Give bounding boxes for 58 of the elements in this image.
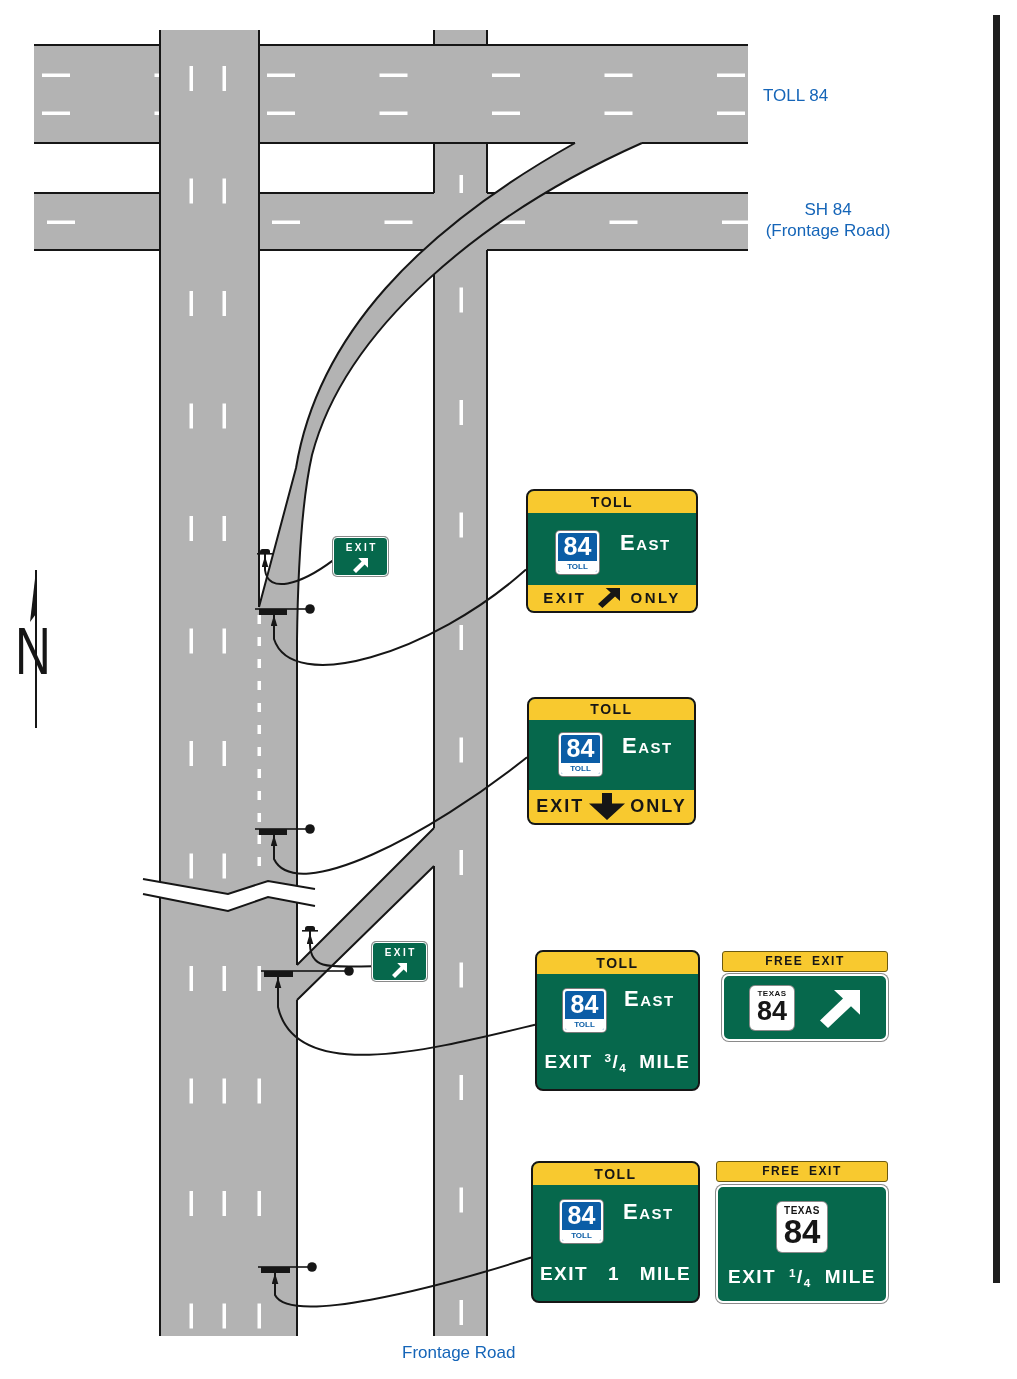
- exit-sign: [333, 537, 388, 576]
- leader-line: [306, 932, 373, 968]
- sign-support-symbol: [258, 1261, 317, 1273]
- toll-route-shield: [560, 1200, 603, 1243]
- destination-text: East: [622, 734, 673, 758]
- toll-plaque: TOLL: [529, 699, 694, 720]
- distance-text: EXIT 1 MILE: [539, 1262, 692, 1286]
- toll-guide-sign: [531, 1161, 700, 1303]
- exit-text: EXIT: [383, 947, 417, 959]
- road-name-label: SH 84 (Frontage Road): [764, 199, 892, 241]
- exit-text: EXIT: [344, 542, 378, 554]
- route-number: 84: [757, 997, 787, 1025]
- sign-support-symbol: [255, 823, 315, 835]
- route-number: 84: [566, 735, 595, 761]
- destination-text: East: [623, 1200, 674, 1224]
- toll-band: TOLL: [565, 1019, 604, 1030]
- distance-text: EXIT $^{3}$/$_{4}$ MILE: [544, 1050, 691, 1074]
- state-name-text: TEXAS: [757, 989, 787, 999]
- leader-line: [274, 976, 536, 1056]
- toll-route-shield: [563, 989, 606, 1032]
- destination-text: East: [620, 531, 671, 555]
- toll-plaque: TOLL: [533, 1163, 698, 1185]
- only-text: ONLY: [630, 588, 681, 608]
- toll-band: TOLL: [558, 561, 597, 572]
- only-text: ONLY: [630, 795, 687, 818]
- route-number: 84: [567, 1202, 596, 1228]
- toll-band: TOLL: [562, 1230, 601, 1241]
- state-name-text: TEXAS: [784, 1205, 820, 1217]
- sign-support-symbol: [257, 549, 273, 556]
- toll-plaque: TOLL: [537, 952, 698, 974]
- road-name-label: Frontage Road: [402, 1342, 516, 1363]
- sign-support-symbol: [255, 603, 315, 615]
- exit-text: EXIT: [536, 795, 585, 818]
- road-name-label: TOLL 84: [763, 85, 829, 106]
- route-number: 84: [563, 533, 592, 559]
- distance-text: EXIT $^{1}$/$_{4}$ MILE: [727, 1265, 877, 1289]
- toll-route-shield: [556, 531, 599, 574]
- leader-line: [270, 568, 527, 666]
- toll-guide-sign: [527, 697, 696, 825]
- exit-plaque: FREE EXIT: [716, 1161, 888, 1182]
- destination-text: East: [624, 987, 675, 1011]
- exit-text: EXIT: [543, 588, 587, 608]
- state-route-shield: [777, 1202, 827, 1252]
- leader-line: [271, 1256, 532, 1308]
- sign-support-symbol: [302, 926, 318, 933]
- leader-line: [261, 555, 334, 586]
- toll-route-shield: [559, 733, 602, 776]
- toll-plaque: TOLL: [528, 491, 696, 513]
- route-number: 84: [783, 1215, 821, 1249]
- sign-support-symbol: [261, 965, 354, 977]
- state-route-shield: [750, 986, 794, 1030]
- exit-sign: [372, 942, 427, 981]
- exit-plaque: FREE EXIT: [722, 951, 888, 972]
- toll-band: TOLL: [561, 763, 600, 774]
- route-number: 84: [570, 991, 599, 1017]
- toll-guide-sign: [526, 489, 698, 613]
- toll-guide-sign: [535, 950, 700, 1091]
- leader-line: [270, 756, 528, 875]
